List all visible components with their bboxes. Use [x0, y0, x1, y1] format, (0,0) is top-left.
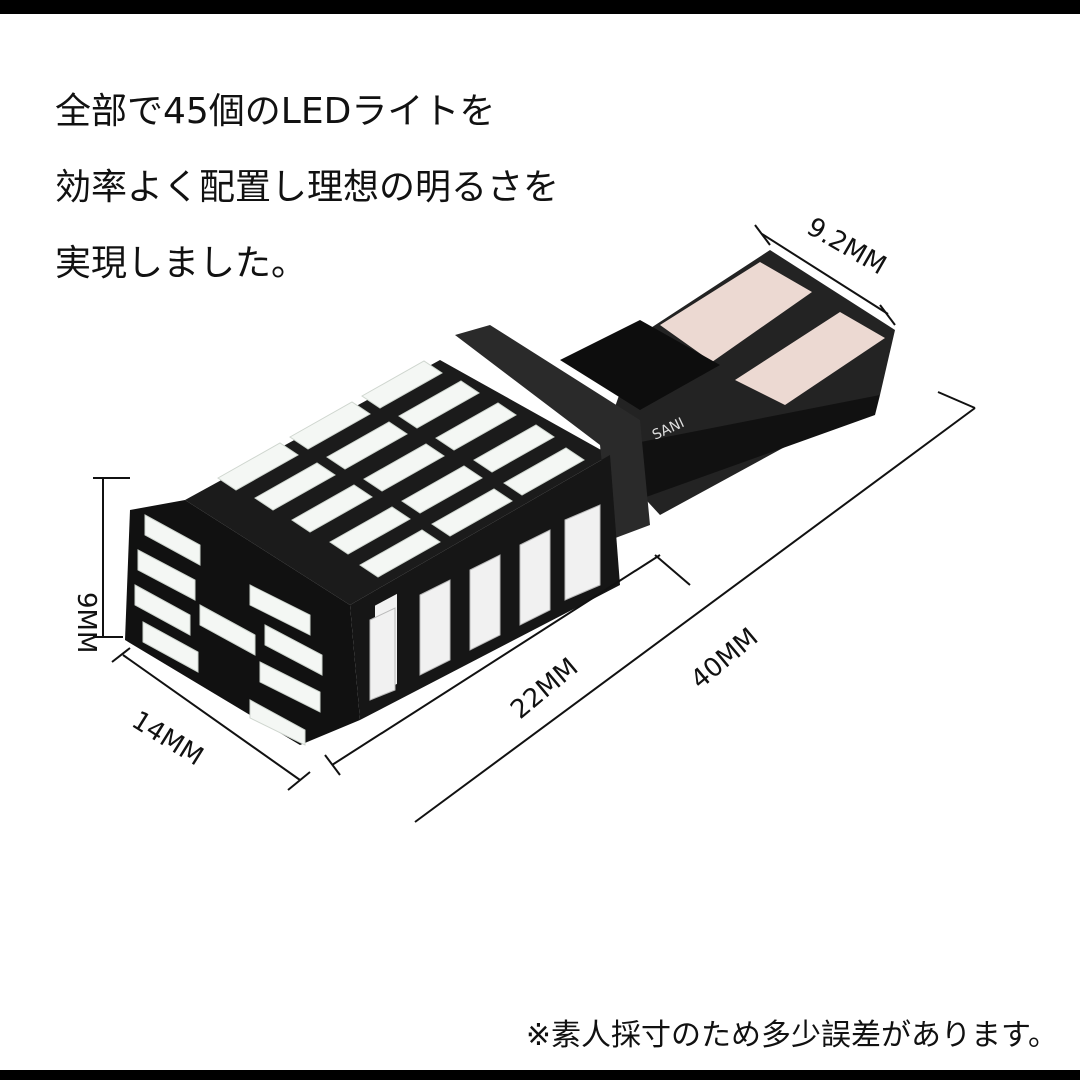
top-border-bar	[0, 0, 1080, 14]
front-led-array	[134, 514, 323, 746]
dim-top-width: 9.2MM	[802, 212, 892, 281]
bulb-connector-tail: SANI	[560, 250, 895, 515]
top-led-array	[217, 360, 585, 578]
headline-line-2: 効率よく配置し理想の明るさを	[55, 167, 560, 208]
dim-height: 9MM	[71, 592, 101, 653]
headline-line-3: 実現しました。	[55, 243, 308, 284]
bottom-border-bar	[0, 1070, 1080, 1080]
dim-body-length: 22MM	[505, 652, 584, 725]
measurement-note: ※素人採寸のため多少誤差があります。	[525, 1018, 1058, 1053]
dim-total-length: 40MM	[685, 622, 764, 695]
headline-text-block: 全部で45個のLEDライトを 効率よく配置し理想の明るさを 実現しました。	[55, 92, 559, 320]
headline-line-1: 全部で45個のLEDライトを	[55, 91, 496, 132]
dim-width: 14MM	[126, 705, 208, 772]
side-heatsink	[369, 504, 601, 701]
dimension-lines	[93, 224, 976, 823]
